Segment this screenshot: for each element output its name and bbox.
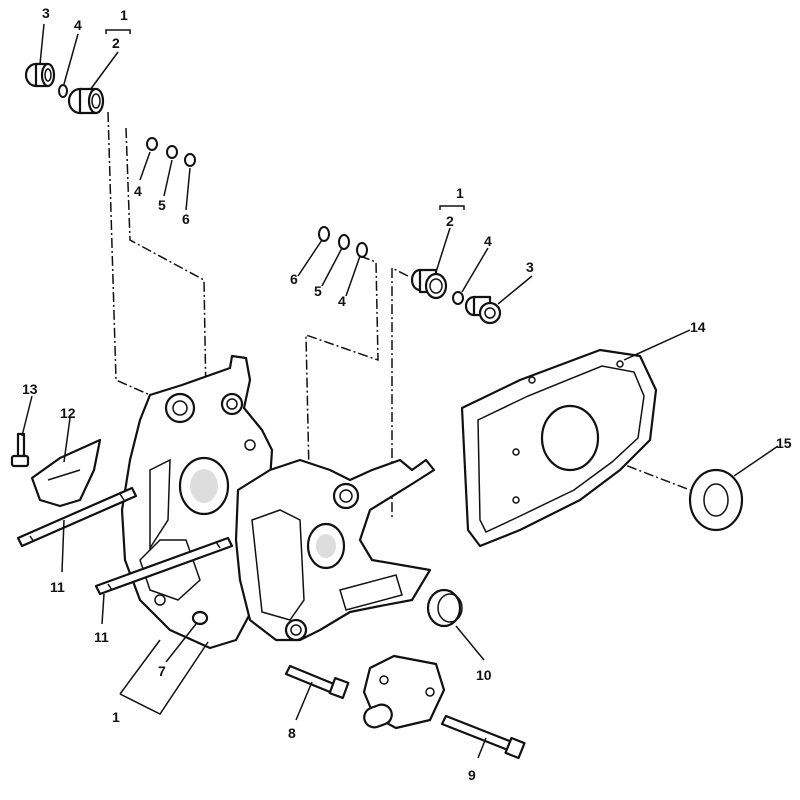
bushing-2-top-right: [410, 268, 448, 300]
callout-3-top-right: 3: [526, 259, 534, 275]
stud-11-upper: [16, 486, 138, 548]
bolt-13: [10, 432, 30, 468]
callout-15: 15: [776, 435, 792, 451]
callout-4-mid-center: 4: [338, 293, 346, 309]
callout-4-top-left: 4: [74, 17, 82, 33]
callout-11-lower: 11: [94, 629, 109, 645]
bushing-3-top-right: [464, 295, 502, 325]
callout-1-bottom: 1: [112, 709, 120, 725]
bushing-2-top-left: [67, 87, 105, 115]
callout-1-top-left: 1: [120, 7, 128, 23]
o-ring-4-mid-center: [356, 242, 368, 258]
dowel-pin-7: [191, 610, 209, 626]
callout-10: 10: [476, 667, 492, 683]
crankcase-half-left: [120, 354, 274, 650]
washer-15: [688, 468, 744, 532]
bracket-12: [30, 438, 102, 508]
o-ring-4-mid-left: [146, 137, 158, 151]
o-ring-6-mid-center: [318, 226, 330, 242]
pump-housing: [362, 654, 446, 730]
callout-4-mid-left: 4: [134, 183, 142, 199]
callout-8: 8: [288, 725, 296, 741]
callout-2-top-left: 2: [112, 35, 120, 51]
o-ring-5-mid-left: [166, 145, 178, 159]
callout-labels: 3 4 1 2 4 5 6 1 2 4 3 6 5 4 14 15 13 12 …: [22, 5, 792, 783]
callout-11-upper: 11: [50, 579, 65, 595]
stud-11-lower: [94, 536, 234, 596]
callout-1-top-right: 1: [456, 185, 464, 201]
bolt-9: [440, 714, 526, 760]
leader-lines: [21, 23, 779, 759]
callout-5-mid-center: 5: [314, 283, 322, 299]
callout-6-mid-left: 6: [182, 211, 190, 227]
callout-12: 12: [60, 405, 76, 421]
crankcase-half-right: [234, 458, 436, 642]
callout-13: 13: [22, 381, 38, 397]
bushing-3-top-left: [24, 62, 56, 88]
bolt-8: [284, 664, 350, 700]
o-ring-5-mid-center: [338, 234, 350, 250]
callout-5-mid-left: 5: [158, 197, 166, 213]
o-ring-6-mid-left: [184, 153, 196, 167]
o-ring-4-top-right: [452, 291, 464, 305]
o-ring-4-top-left: [58, 84, 68, 98]
callout-4-top-right: 4: [484, 233, 492, 249]
callout-3-top-left: 3: [42, 5, 50, 21]
callout-14: 14: [690, 319, 706, 335]
cover-14: [460, 348, 658, 548]
callout-2-top-right: 2: [446, 213, 454, 229]
oil-seal-10: [426, 588, 463, 628]
callout-7: 7: [158, 663, 166, 679]
callout-6-mid-center: 6: [290, 271, 298, 287]
callout-9: 9: [468, 767, 476, 783]
